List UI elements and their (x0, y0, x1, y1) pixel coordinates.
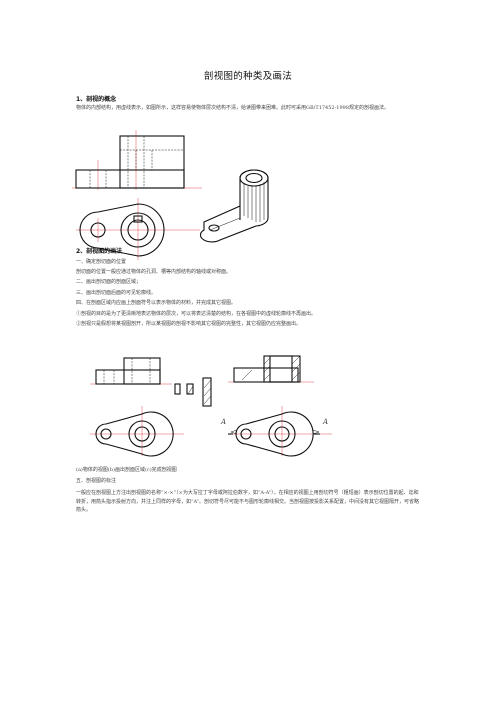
section-letter-a-right: A (323, 418, 329, 426)
figure-a-object-views (90, 357, 184, 457)
figure-dashed-front-view (72, 130, 202, 190)
concept-paragraph: 物体的内部结构，用虚线表示，如图所示，这样容易使物体层次结构不清，给读图带来困难… (76, 105, 390, 111)
annotation-subheading: 五、剖视图的标注 (76, 478, 117, 484)
method-step-2: 二、画出剖切面的剖面区域； (76, 279, 142, 285)
figure-c-completed-section (228, 355, 332, 457)
figure-isometric-sketch (199, 169, 269, 243)
method-step-3: 三、画出剖切面后面的可见轮廓线。 (76, 290, 157, 296)
page-title: 剖视图的种类及画法 (203, 71, 293, 82)
figure-caption: (a)物体的视图(b)画出剖面区域(c)完成剖视图 (76, 467, 177, 473)
annotation-paragraph: 一般应在剖视图上方注出剖视图的名称“×-×”（×为大写拉丁字母或阿拉伯数字，如“… (76, 490, 419, 514)
section-letter-a-left: A (221, 418, 227, 426)
method-note-1: ①剖视的目的是为了更清晰地表达物体的层次，可以将表达清楚的结构，在各视图中的虚线… (76, 311, 317, 317)
figure-top-view (76, 198, 200, 260)
method-note-2: ②剖视只是假想将某视图剖开，所以某视图的剖视不影响其它视图的完整性，其它视图仍应… (76, 321, 302, 327)
method-step-1: 一、确定剖切面的位置 (76, 259, 127, 265)
section-heading-concept: 1、剖视的概念 (76, 96, 117, 103)
figure-b-section-areas (174, 377, 212, 407)
method-step-4: 四、在剖面区域内应画上剖面符号以表示物体的材料，并完成其它视图。 (76, 300, 237, 306)
method-step-1-detail: 剖切面的位置一般应通过物体的孔洞、槽等内部结构的轴线或对称面。 (76, 269, 232, 275)
section-heading-method: 2、剖视图的画法 (76, 248, 123, 255)
